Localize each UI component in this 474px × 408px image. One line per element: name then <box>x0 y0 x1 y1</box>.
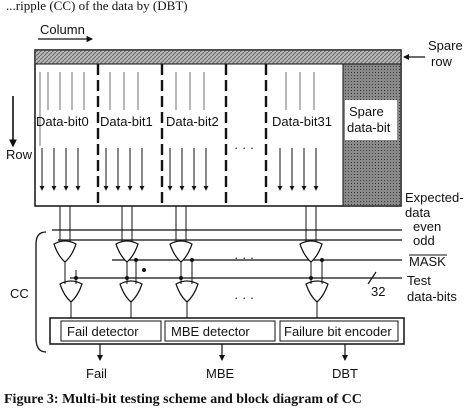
block-dividers <box>96 64 268 206</box>
mask-label: MASK <box>409 254 446 269</box>
odd-label: odd <box>413 233 435 248</box>
spare-row-label-1: Spare <box>428 38 463 53</box>
cc-label: CC <box>10 286 29 301</box>
cc-ellipsis-2: · · · <box>234 290 254 305</box>
xor-gates-row1 <box>53 240 323 263</box>
junction-dots <box>74 258 324 280</box>
spare-row-label-2: row <box>431 54 453 69</box>
array-cell-lines <box>39 72 315 146</box>
bit-line-arrows <box>39 148 319 191</box>
figure-caption: Figure 3: Multi-bit testing scheme and b… <box>4 392 362 407</box>
expected-data-label-1: Expected- <box>405 190 464 205</box>
output-dbt: DBT <box>332 366 358 381</box>
spare-row-band <box>34 49 402 65</box>
fail-detector-box <box>60 320 162 342</box>
fail-detector-label: Fail detector <box>67 324 139 339</box>
data-bit1-label: Data-bit1 <box>100 114 153 129</box>
data-bit31-label: Data-bit31 <box>272 114 332 129</box>
top-caption: ...ripple (CC) of the data by (DBT) <box>6 0 188 13</box>
output-fail: Fail <box>86 366 107 381</box>
failure-bit-encoder-label: Failure bit encoder <box>284 324 392 339</box>
failure-bit-encoder-box <box>279 320 399 342</box>
data-bit2-label: Data-bit2 <box>166 114 219 129</box>
mbe-detector-box <box>164 320 276 342</box>
data-bit0-label: Data-bit0 <box>36 114 89 129</box>
signal-buses <box>52 229 402 285</box>
cc-bracket <box>35 231 47 353</box>
array-output-wires <box>59 206 317 242</box>
output-mbe: MBE <box>206 366 235 381</box>
expected-data-label-2: data <box>405 205 431 220</box>
column-label: Column <box>40 22 85 37</box>
spare-data-bit-label-1: Spare <box>349 104 384 119</box>
array-ellipsis: · · · <box>234 140 254 155</box>
mbe-detector-label: MBE detector <box>171 324 250 339</box>
gates-row2 <box>59 280 329 303</box>
cc-ellipsis-1: · · · <box>234 250 254 265</box>
test-label-2: data-bits <box>407 289 457 304</box>
bus-width-label: 32 <box>371 284 385 299</box>
spare-data-bit-box <box>345 100 397 140</box>
even-label: even <box>413 219 441 234</box>
row-label: Row <box>6 147 33 162</box>
test-label-1: Test <box>407 273 431 288</box>
output-arrows <box>97 344 348 361</box>
spare-data-bit-label-2: data-bit <box>347 120 391 135</box>
memory-array <box>34 49 402 207</box>
